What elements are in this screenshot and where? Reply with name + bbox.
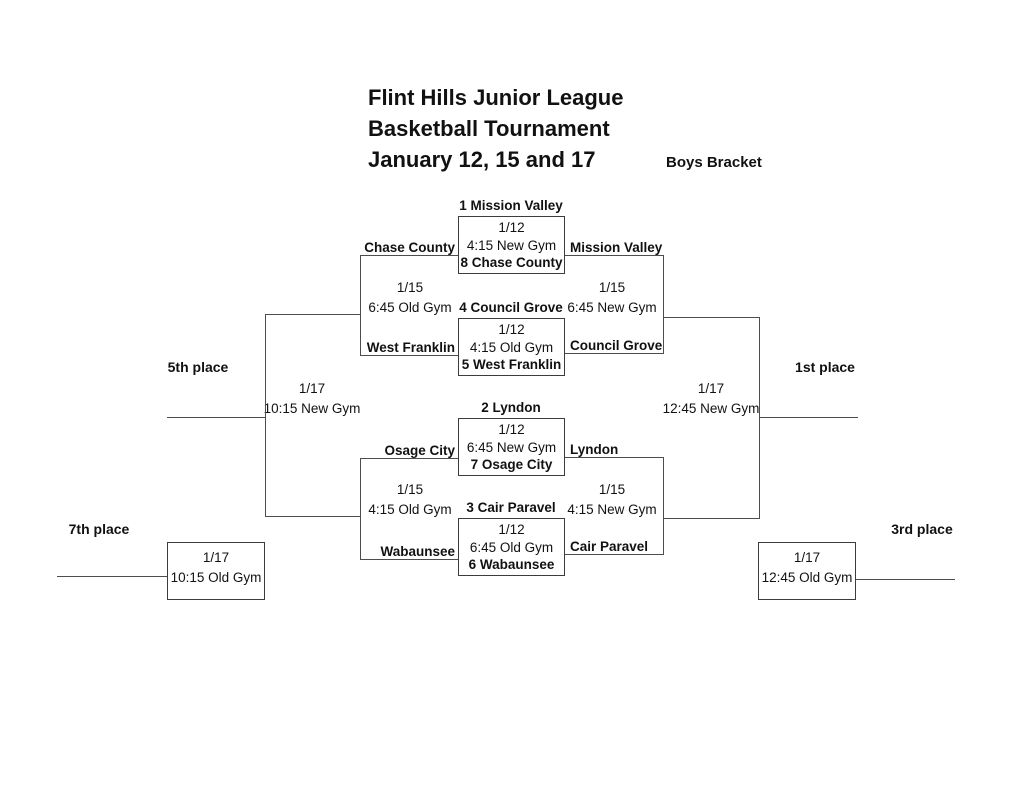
fifth-place-game-info: 1/17 10:15 New Gym <box>252 379 372 419</box>
third-place-time: 12:45 Old Gym <box>761 570 853 585</box>
consolation-lower-connector <box>360 458 361 560</box>
seventh-place-time: 10:15 Old Gym <box>170 570 262 585</box>
title-line-1: Flint Hills Junior League <box>368 85 624 110</box>
game3-loser-label: Osage City <box>384 443 455 458</box>
game3-bottom-seed-label: 7 Osage City <box>470 457 553 473</box>
game1-loser-label: Chase County <box>364 240 455 255</box>
winners-lower-winner-line <box>663 518 759 519</box>
consolation-lower-date: 1/15 <box>396 482 424 497</box>
game4-box: 1/12 6:45 Old Gym 6 Wabaunsee <box>458 518 565 576</box>
game3-time: 6:45 New Gym <box>466 439 557 455</box>
seventh-place-box: 1/17 10:15 Old Gym <box>167 542 265 600</box>
seventh-place-date: 1/17 <box>202 550 230 565</box>
first-place-connector <box>759 317 760 519</box>
third-place-line <box>856 579 955 580</box>
game1-date: 1/12 <box>498 219 525 235</box>
west-franklin-line <box>360 355 458 356</box>
game2-date: 1/12 <box>498 321 525 337</box>
game2-bottom-seed-label: 5 West Franklin <box>461 357 562 373</box>
game1-top-seed-label: 1 Mission Valley <box>459 198 563 213</box>
consolation-upper-date: 1/15 <box>396 280 424 295</box>
bracket-type-label: Boys Bracket <box>666 154 762 171</box>
first-place-label: 1st place <box>795 359 855 375</box>
fifth-place-line <box>167 417 265 418</box>
fifth-place-date: 1/17 <box>298 381 326 396</box>
game4-top-seed-label: 3 Cair Paravel <box>466 500 556 515</box>
game3-box: 1/12 6:45 New Gym 7 Osage City <box>458 418 565 476</box>
game1-winner-label: Mission Valley <box>570 240 663 255</box>
tournament-title: Flint Hills Junior League Basketball Tou… <box>368 82 623 175</box>
third-place-date: 1/17 <box>793 550 821 565</box>
seventh-place-line <box>57 576 167 577</box>
council-grove-line <box>565 353 663 354</box>
osage-city-line <box>360 458 458 459</box>
winners-lower-date: 1/15 <box>598 482 626 497</box>
game4-time: 6:45 Old Gym <box>469 539 554 555</box>
fifth-place-label: 5th place <box>167 359 229 375</box>
winners-upper-winner-line <box>663 317 759 318</box>
lyndon-line <box>565 457 663 458</box>
third-place-box: 1/17 12:45 Old Gym <box>758 542 856 600</box>
winners-upper-date: 1/15 <box>598 280 626 295</box>
game2-loser-label: West Franklin <box>366 340 455 355</box>
consolation-lower-semifinal-info: 1/15 4:15 Old Gym <box>350 480 470 520</box>
mission-valley-line <box>565 255 663 256</box>
game4-date: 1/12 <box>498 521 525 537</box>
winners-lower-connector <box>663 457 664 555</box>
wabaunsee-line <box>360 559 458 560</box>
game3-winner-label: Lyndon <box>570 442 619 457</box>
cair-paravel-line <box>565 554 663 555</box>
title-line-3: January 12, 15 and 17 <box>368 147 596 172</box>
game2-winner-label: Council Grove <box>570 338 663 353</box>
first-place-date: 1/17 <box>697 381 725 396</box>
first-place-game-info: 1/17 12:45 New Gym <box>651 379 771 419</box>
first-place-line <box>759 417 858 418</box>
fifth-place-connector <box>265 314 266 517</box>
consolation-upper-connector <box>360 255 361 356</box>
chase-county-line <box>360 255 458 256</box>
game4-winner-label: Cair Paravel <box>570 539 649 554</box>
winners-upper-time: 6:45 New Gym <box>567 300 657 315</box>
consolation-upper-winner-line <box>265 314 360 315</box>
winners-lower-semifinal-info: 1/15 4:15 New Gym <box>552 480 672 520</box>
consolation-upper-semifinal-info: 1/15 6:45 Old Gym <box>350 278 470 318</box>
winners-lower-time: 4:15 New Gym <box>567 502 657 517</box>
fifth-place-time: 10:15 New Gym <box>263 401 361 416</box>
game3-top-seed-label: 2 Lyndon <box>481 400 541 415</box>
consolation-lower-winner-line <box>265 516 360 517</box>
game1-bottom-seed-label: 8 Chase County <box>460 255 563 271</box>
seventh-place-label: 7th place <box>68 521 130 537</box>
first-place-time: 12:45 New Gym <box>662 401 760 416</box>
game4-bottom-seed-label: 6 Wabaunsee <box>468 557 555 573</box>
game1-box: 1/12 4:15 New Gym 8 Chase County <box>458 216 565 274</box>
game2-time: 4:15 Old Gym <box>469 339 554 355</box>
title-line-2: Basketball Tournament <box>368 116 610 141</box>
winners-upper-semifinal-info: 1/15 6:45 New Gym <box>552 278 672 318</box>
consolation-lower-time: 4:15 Old Gym <box>368 502 452 517</box>
consolation-upper-time: 6:45 Old Gym <box>368 300 452 315</box>
game4-loser-label: Wabaunsee <box>380 544 455 559</box>
third-place-label: 3rd place <box>891 521 953 537</box>
game2-box: 1/12 4:15 Old Gym 5 West Franklin <box>458 318 565 376</box>
game2-top-seed-label: 4 Council Grove <box>459 300 563 315</box>
game1-time: 4:15 New Gym <box>466 237 557 253</box>
winners-upper-connector <box>663 255 664 354</box>
game3-date: 1/12 <box>498 421 525 437</box>
